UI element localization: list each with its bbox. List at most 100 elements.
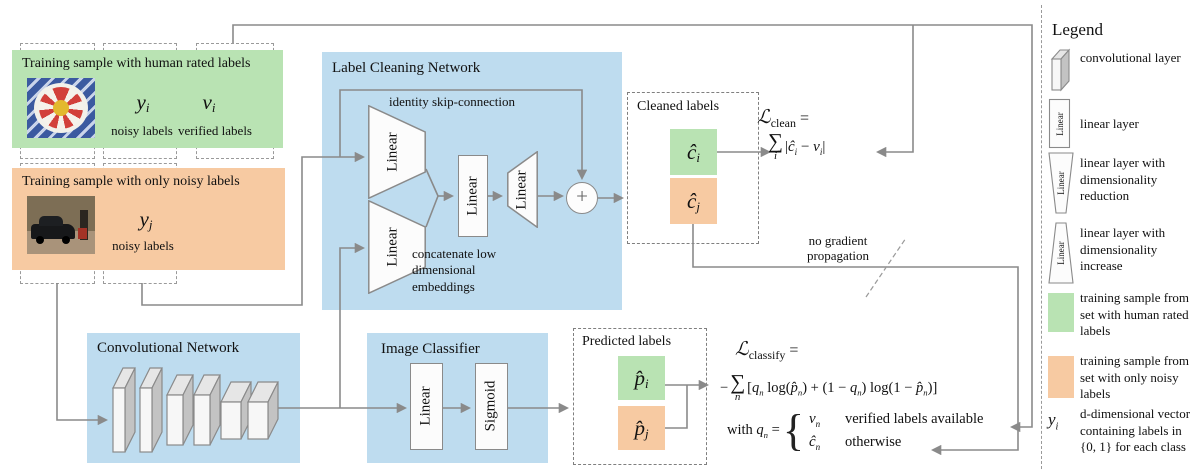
math-token: n [734, 390, 741, 403]
math-token: y [136, 89, 146, 114]
math-token: i [211, 100, 216, 115]
math-token: i [773, 149, 778, 162]
conv-layer-slab [166, 374, 194, 446]
with-prefix: with qn = [727, 422, 780, 440]
noisy-labels-caption: noisy labels [111, 123, 173, 138]
conv-layer-slab [193, 374, 221, 446]
linear-reduce-icon [1048, 152, 1074, 214]
math-token: v [813, 138, 820, 155]
cleaned-labels-title: Cleaned labels [637, 99, 720, 114]
connector-concat-merge [425, 168, 439, 228]
predicted-labels-title: Predicted labels [582, 334, 672, 349]
math-token: − [720, 379, 729, 396]
math-token: i [819, 146, 823, 157]
math-token: ĉ [687, 188, 697, 213]
math-token: n [759, 387, 764, 398]
loss-clean-formula: ∑i|ĉi − vi| [766, 129, 826, 162]
food-image [27, 78, 95, 138]
math-token: q [849, 379, 858, 396]
legend-item-label: linear layer with dimensionality reducti… [1080, 155, 1166, 204]
math-token: n [815, 441, 821, 452]
linear-reduce-bottom-shape [368, 200, 426, 294]
car-image [27, 196, 95, 254]
connector-features-to-cleaner [339, 242, 366, 408]
sum-symbol: ∑n [730, 372, 745, 403]
math-token: y [139, 206, 149, 231]
green-sample-swatch [1048, 293, 1074, 332]
classifier-linear-label: Linear [417, 386, 434, 426]
math-token: ∑ [768, 129, 783, 153]
connector-verified-to-case1 [232, 24, 1033, 433]
legend-item-label: training sample from set with only noisy… [1080, 353, 1190, 402]
sum-symbol: ∑i [768, 129, 783, 162]
math-token: n [815, 418, 821, 429]
connector-verified-to-lclean [875, 25, 914, 158]
math-token: with [727, 422, 757, 439]
orange-sample-swatch [1048, 356, 1074, 398]
linear-hidden-shape [458, 155, 488, 237]
math-token: ĉ [788, 138, 795, 155]
car-wheel [36, 236, 44, 244]
linear-reduce-bottom-label: Linear [384, 227, 401, 267]
math-token: ℒ [735, 339, 749, 360]
math-token: p̂ [916, 379, 924, 396]
gradient-stop-slash [865, 237, 907, 298]
conv-layers-graphic [112, 367, 279, 453]
conv-layer-slab [139, 367, 163, 453]
connector-identity-skip [339, 89, 588, 181]
red-bag [78, 228, 87, 239]
legend-divider [1041, 5, 1042, 469]
no-gradient-label: no gradient propagation [806, 233, 870, 263]
loss-classify-title: ℒclassify = [735, 338, 798, 362]
math-token: | [822, 138, 826, 155]
math-token: ) log(1 − [861, 379, 917, 396]
legend-item-label: training sample from set with human rate… [1080, 290, 1190, 339]
math-token: p̂ [790, 379, 798, 396]
legend-title: Legend [1052, 20, 1103, 39]
food-center [53, 100, 69, 116]
linear-reduce-top-label: Linear [384, 132, 401, 172]
math-token: ℒ [757, 107, 771, 128]
adder-node: + [566, 182, 598, 214]
identity-skip-label: identity skip-connection [388, 94, 515, 109]
y-vector-symbol: yi [1048, 410, 1058, 432]
noisy-sample-title: Training sample with only noisy labels [22, 174, 240, 189]
classifier-sigmoid-shape [475, 363, 508, 450]
case-otherwise-row: ĉn otherwise [809, 431, 984, 454]
math-token: i [794, 146, 798, 157]
human-sample-title: Training sample with human rated labels [22, 56, 251, 71]
loss-clean-title: ℒclean = [757, 106, 809, 130]
math-token: − [797, 138, 814, 155]
case-verified-row: vn verified labels available [809, 408, 984, 431]
legend-item-label: convolutional layer [1080, 50, 1181, 65]
linear-layer-icon [1048, 98, 1071, 149]
math-token: p̂ [634, 365, 645, 390]
math-token: classify [748, 348, 786, 362]
q-n-cases: with qn = { vn verified labels available… [727, 408, 983, 454]
conv-layer-slab [220, 381, 252, 440]
math-token: )] [927, 379, 938, 396]
legend-item-label: linear layer [1080, 116, 1139, 131]
math-token: ĉ [687, 139, 697, 164]
math-token: clean [770, 116, 796, 130]
linear-increase-icon [1048, 222, 1074, 284]
verified-labels-caption: verified labels [178, 123, 252, 138]
image-classifier-title: Image Classifier [381, 341, 480, 357]
car-roof [39, 216, 63, 226]
conv-layer-icon [1050, 48, 1071, 92]
linear-increase-shape [507, 151, 538, 228]
math-token: log( [763, 379, 791, 396]
math-token: [ [747, 379, 753, 396]
math-token: n [923, 387, 928, 398]
math-token: = [768, 422, 780, 439]
case-column: vn verified labels available ĉn otherwis… [809, 408, 984, 454]
connector-image-to-convnet [56, 283, 109, 426]
linear-reduce-top-shape [368, 105, 426, 199]
classifier-linear-shape [410, 363, 443, 450]
noisy-labels-caption: noisy labels [112, 238, 174, 253]
math-token: i [1055, 421, 1059, 433]
